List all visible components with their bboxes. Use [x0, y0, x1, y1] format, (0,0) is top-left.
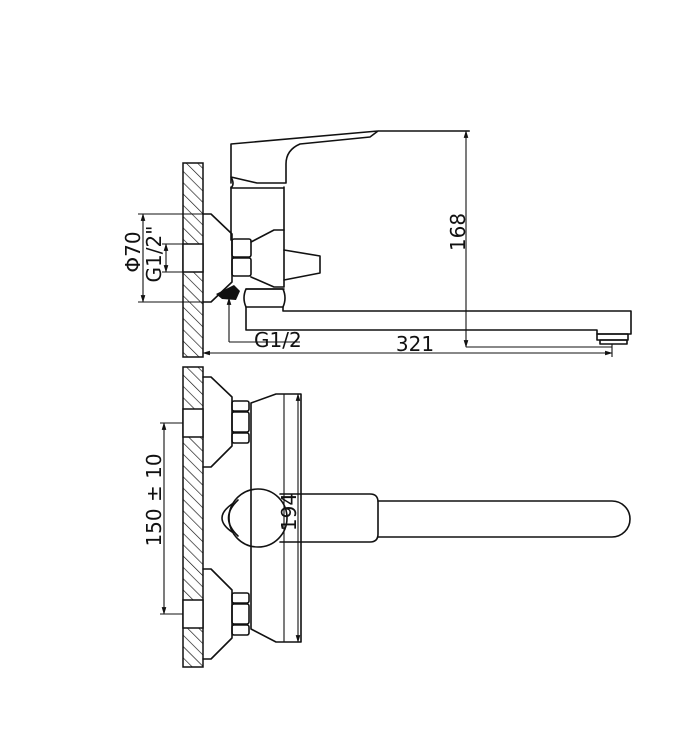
nut-top-lower-c: [231, 624, 250, 636]
side-knob: [283, 249, 321, 281]
dim-g12-inlet: G1/2: [254, 328, 302, 352]
mixer-body-top: [250, 393, 302, 643]
wall-fitting-lower: [182, 599, 204, 629]
spout: [245, 306, 632, 335]
nut-top-upper-b: [231, 411, 250, 433]
swivel-hub: [221, 503, 233, 533]
lever-hub: [228, 488, 288, 548]
dim-168: 168: [446, 213, 470, 251]
aerator: [596, 333, 629, 341]
dim-150: 150 ± 10: [142, 453, 166, 546]
spout-top: [377, 500, 631, 538]
escutcheon-upper: [202, 376, 233, 468]
wall-fitting: [182, 243, 204, 273]
mixer-body: [230, 186, 285, 241]
top-view: 150 ± 10 194: [142, 366, 631, 668]
spout-swivel: [243, 288, 286, 308]
side-view: 168 321 G1/2 Φ70 G1/2": [121, 130, 632, 358]
nut-upper: [231, 238, 252, 258]
dim-321: 321: [396, 332, 434, 356]
escutcheon-lower: [202, 568, 233, 660]
nut-top-lower-b: [231, 603, 250, 625]
lever-handle: [230, 130, 470, 184]
diverter-wedge: [216, 285, 240, 300]
dim-194: 194: [277, 493, 301, 531]
dim-phi70: Φ70: [121, 231, 145, 272]
dim-g12-quote: G1/2": [142, 226, 166, 283]
nut-top-upper-c: [231, 432, 250, 444]
nut-lower: [231, 257, 252, 277]
nut-top-lower-a: [231, 592, 250, 604]
nut-top-upper-a: [231, 400, 250, 412]
wall-section-bottom: [182, 366, 204, 668]
wall-fitting-upper: [182, 408, 204, 438]
lever-top: [279, 493, 379, 543]
